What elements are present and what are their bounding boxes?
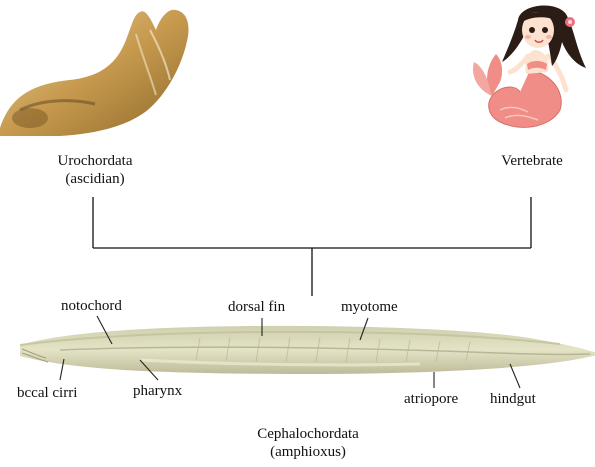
myotome-label: myotome: [341, 298, 398, 316]
urochordata-name: Urochordata: [43, 152, 147, 170]
atriopore-label: atriopore: [404, 390, 458, 408]
buccal-cirri-label: bccal cirri: [17, 384, 77, 402]
phylogeny-tree: [93, 197, 531, 296]
urochordata-common-name: (ascidian): [43, 170, 147, 188]
vertebrate-label: Vertebrate: [482, 152, 582, 170]
hindgut-label: hindgut: [490, 390, 536, 408]
vertebrate-name: Vertebrate: [482, 152, 582, 170]
cephalochordata-label: Cephalochordata (amphioxus): [238, 425, 378, 461]
ascidian-image: [0, 10, 189, 136]
cephalochordata-name: Cephalochordata: [238, 425, 378, 443]
notochord-label: notochord: [61, 297, 122, 315]
hindgut-leader: [510, 364, 520, 388]
dorsal-fin-label: dorsal fin: [228, 298, 285, 316]
mermaid-image: [473, 5, 586, 127]
urochordata-label: Urochordata (ascidian): [43, 152, 147, 188]
cephalochordata-common-name: (amphioxus): [238, 443, 378, 461]
pharynx-label: pharynx: [133, 382, 182, 400]
